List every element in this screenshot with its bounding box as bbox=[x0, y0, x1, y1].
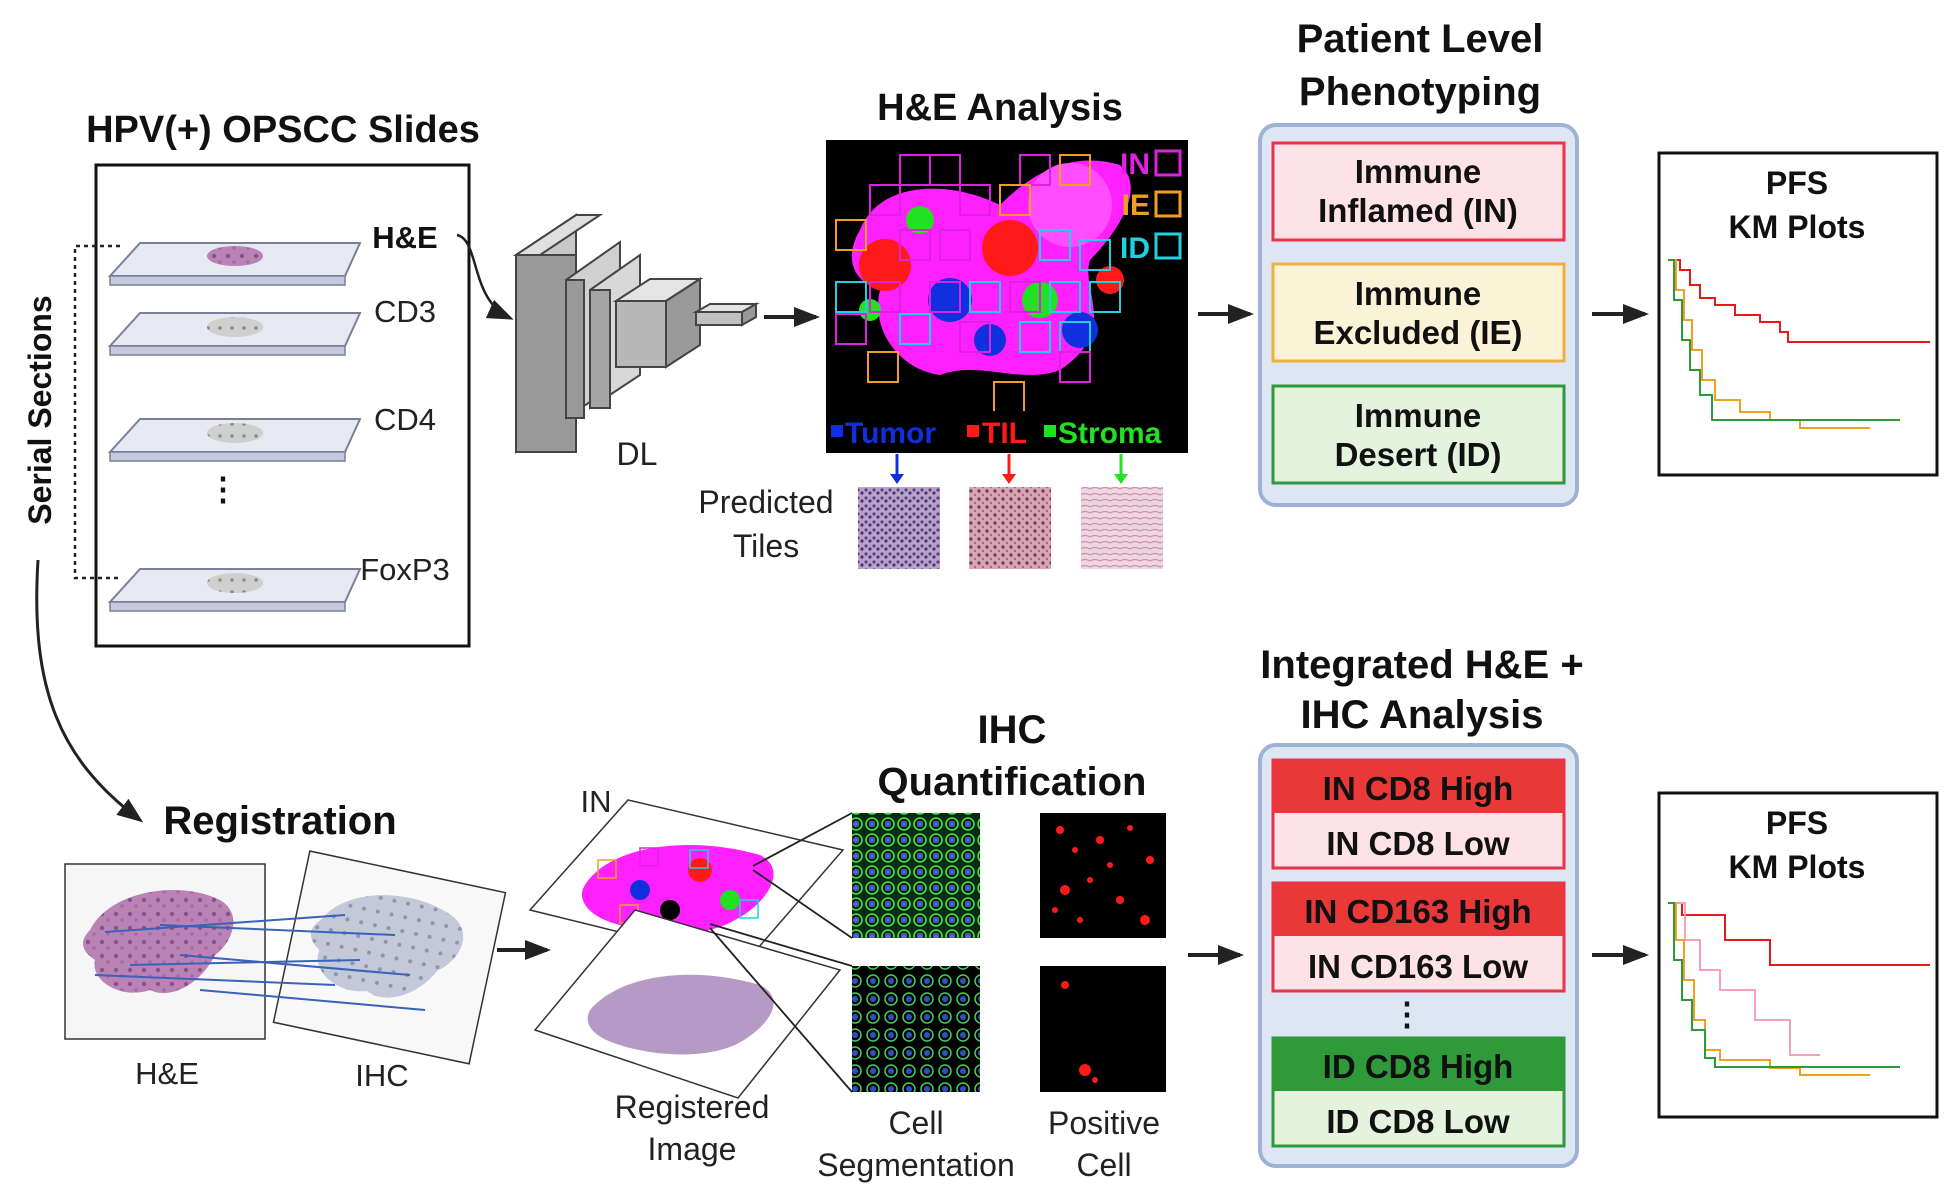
phenotype-inflamed-line1: Immune bbox=[1355, 153, 1482, 190]
integrated-title-1: Integrated H&E + bbox=[1260, 643, 1583, 687]
slides-ellipsis: ⋮ bbox=[207, 471, 239, 507]
slide-label-cd3: CD3 bbox=[374, 294, 436, 329]
integrated-in-cd8-high: IN CD8 High bbox=[1323, 770, 1514, 807]
serial-sections-label: Serial Sections bbox=[22, 295, 58, 524]
km-bottom-high-curve bbox=[1668, 902, 1930, 966]
tissue-classes-bar bbox=[826, 411, 1188, 453]
slide-cd4 bbox=[107, 418, 362, 462]
legend-in: IN bbox=[1120, 148, 1150, 181]
phenotype-desert-line1: Immune bbox=[1355, 397, 1482, 434]
registration-ihc-image bbox=[272, 850, 507, 1065]
phenotype-inflamed-line2: Inflamed (IN) bbox=[1318, 192, 1518, 229]
cell-seg-label-2: Segmentation bbox=[817, 1147, 1014, 1183]
positive-cell-image-1 bbox=[1040, 813, 1166, 938]
legend-in-swatch bbox=[1154, 149, 1182, 177]
cell-seg-label-1: Cell bbox=[888, 1105, 943, 1141]
slide-label-he: H&E bbox=[372, 220, 437, 255]
slide-he bbox=[107, 242, 362, 286]
legend-id: ID bbox=[1120, 232, 1150, 265]
integrated-group-in-cd8 bbox=[1271, 758, 1566, 870]
km-bottom-pink-curve bbox=[1668, 902, 1820, 1056]
km-plot-top-box bbox=[1657, 151, 1939, 477]
he-to-dl-arrow bbox=[456, 233, 514, 320]
registered-bottom-layer bbox=[533, 909, 842, 1099]
positive-cell-image-2 bbox=[1040, 966, 1166, 1092]
integrated-title-2: IHC Analysis bbox=[1300, 693, 1543, 737]
predicted-tiles-label-1: Predicted bbox=[698, 484, 833, 520]
serial-to-registration-arrow bbox=[35, 559, 144, 823]
integrated-in-cd163-high: IN CD163 High bbox=[1304, 893, 1531, 930]
km-bottom-title-1: PFS bbox=[1766, 805, 1828, 841]
cell-seg-image-2 bbox=[852, 966, 980, 1092]
legend-ie: IE bbox=[1122, 189, 1150, 222]
phenotype-desert-box bbox=[1271, 384, 1566, 485]
km-bottom-green-curve bbox=[1668, 902, 1900, 1068]
registration-correspondence-arrows bbox=[94, 914, 426, 1011]
integrated-id-cd8-high: ID CD8 High bbox=[1323, 1048, 1514, 1085]
phenotype-inflamed-box bbox=[1271, 141, 1566, 242]
positive-cell-label-1: Positive bbox=[1048, 1105, 1160, 1141]
tumor-swatch bbox=[831, 425, 843, 437]
integrated-group-in-cd163 bbox=[1271, 881, 1566, 993]
integrated-in-cd163-low: IN CD163 Low bbox=[1308, 948, 1528, 985]
cell-seg-image-1 bbox=[852, 813, 980, 938]
km-top-title-1: PFS bbox=[1766, 165, 1828, 201]
km-bottom-curves bbox=[1668, 902, 1930, 1076]
tile-tumor bbox=[858, 487, 940, 569]
slide-foxp3 bbox=[107, 568, 362, 612]
registration-he-tissue bbox=[83, 890, 234, 994]
registered-in-label: IN bbox=[581, 784, 612, 819]
registration-title: Registration bbox=[163, 799, 396, 843]
dl-label: DL bbox=[617, 436, 658, 472]
serial-sections-bracket bbox=[73, 244, 120, 580]
slides-title: HPV(+) OPSCC Slides bbox=[86, 109, 480, 151]
km-top-id-curve bbox=[1668, 259, 1900, 421]
legend-ie-swatch bbox=[1154, 190, 1182, 218]
registered-image-label-1: Registered bbox=[615, 1089, 770, 1125]
stroma-swatch bbox=[1044, 425, 1056, 437]
predicted-tiles-label-2: Tiles bbox=[733, 528, 799, 564]
phenotype-excluded-line1: Immune bbox=[1355, 275, 1482, 312]
ihc-quant-title-2: Quantification bbox=[878, 760, 1147, 804]
he-analysis-map bbox=[826, 140, 1188, 453]
til-swatch bbox=[967, 425, 979, 437]
zoom-lines bbox=[709, 812, 853, 1093]
km-top-in-curve bbox=[1668, 259, 1930, 343]
ihc-quant-title-1: IHC bbox=[978, 708, 1047, 752]
slide-label-foxp3: FoxP3 bbox=[360, 552, 450, 587]
registration-he-label: H&E bbox=[135, 1056, 199, 1091]
integrated-ellipsis: ⋮ bbox=[1391, 996, 1423, 1032]
km-top-title-2: KM Plots bbox=[1729, 209, 1866, 245]
phenotype-excluded-line2: Excluded (IE) bbox=[1313, 314, 1522, 351]
positive-cell-label-2: Cell bbox=[1076, 1147, 1131, 1183]
registered-top-layer bbox=[528, 799, 845, 964]
tile-stroma bbox=[1081, 487, 1163, 569]
stroma-label: Stroma bbox=[1058, 417, 1162, 450]
slide-cd3 bbox=[107, 312, 362, 356]
registered-image-label-2: Image bbox=[648, 1131, 737, 1167]
km-plot-bottom-box bbox=[1657, 791, 1939, 1119]
legend-id-swatch bbox=[1154, 232, 1182, 260]
integrated-id-cd8-low: ID CD8 Low bbox=[1326, 1103, 1510, 1140]
til-label: TIL bbox=[982, 417, 1027, 450]
km-bottom-title-2: KM Plots bbox=[1729, 849, 1866, 885]
slide-label-cd4: CD4 bbox=[374, 402, 436, 437]
phenotyping-title-1: Patient Level bbox=[1297, 17, 1544, 61]
he-analysis-title: H&E Analysis bbox=[877, 87, 1123, 129]
phenotype-excluded-box bbox=[1271, 262, 1566, 363]
phenotyping-title-2: Phenotyping bbox=[1299, 70, 1541, 114]
integrated-group-id-cd8 bbox=[1271, 1036, 1566, 1148]
integrated-in-cd8-low: IN CD8 Low bbox=[1326, 825, 1510, 862]
tile-til bbox=[969, 487, 1051, 569]
km-top-curves bbox=[1668, 259, 1930, 429]
phenotype-desert-line2: Desert (ID) bbox=[1335, 436, 1502, 473]
registration-ihc-label: IHC bbox=[355, 1058, 408, 1093]
tumor-label: Tumor bbox=[845, 417, 936, 450]
dl-network-icon bbox=[512, 213, 760, 454]
